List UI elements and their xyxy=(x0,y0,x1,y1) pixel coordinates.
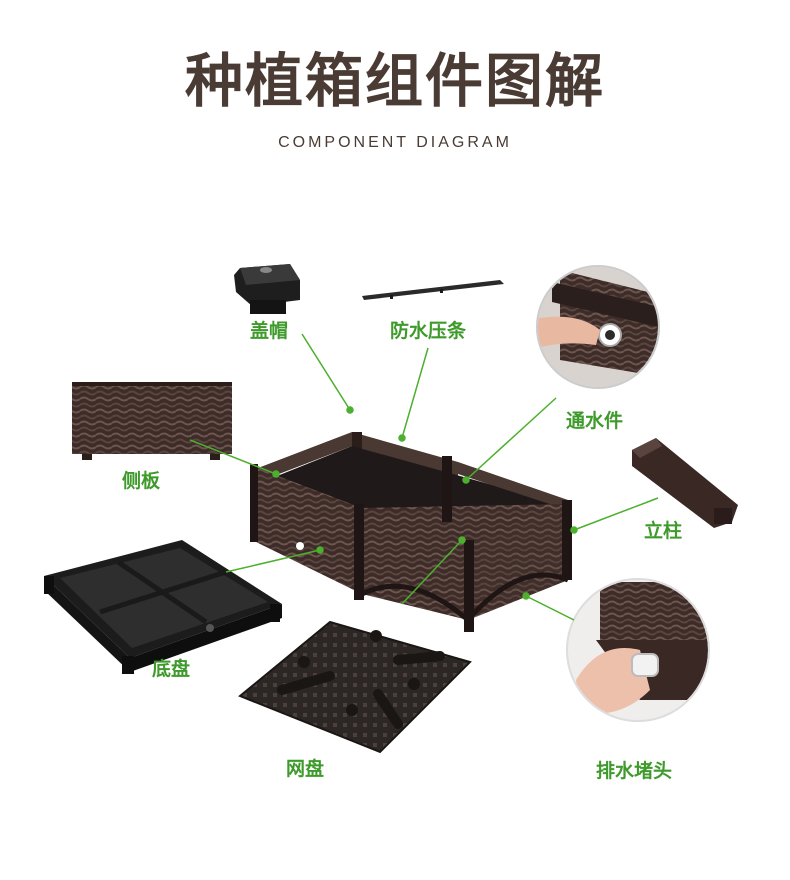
label-side-panel: 侧板 xyxy=(122,470,161,492)
page-title: 种植箱组件图解 xyxy=(184,47,605,115)
drain-plug-inset xyxy=(566,578,710,722)
mesh-tray-part xyxy=(238,620,472,754)
label-base-tray: 底盘 xyxy=(152,658,191,680)
side-panel-part xyxy=(72,382,232,460)
label-mesh-tray: 网盘 xyxy=(286,758,325,780)
label-post: 立柱 xyxy=(644,520,683,542)
water-connector-inset xyxy=(536,265,660,389)
planter-box xyxy=(250,432,572,632)
waterproof-strip-part xyxy=(362,280,504,300)
label-cap: 盖帽 xyxy=(250,320,289,342)
label-water-connector: 通水件 xyxy=(566,410,624,432)
base-tray-part xyxy=(44,540,282,674)
label-waterproof-strip: 防水压条 xyxy=(390,320,467,342)
page-subtitle: COMPONENT DIAGRAM xyxy=(278,134,512,151)
post-part xyxy=(632,438,738,528)
cap-part xyxy=(234,264,300,314)
label-drain-plug: 排水堵头 xyxy=(596,760,673,782)
leader-lines xyxy=(189,333,659,621)
